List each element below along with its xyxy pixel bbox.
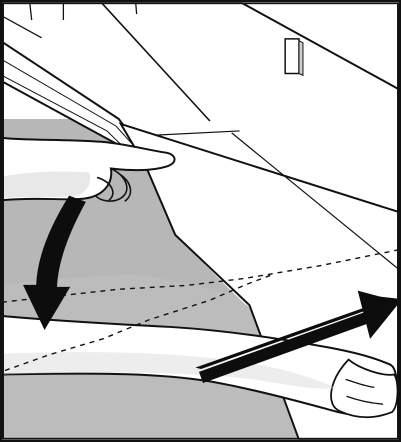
spacer-tab-shadow <box>299 41 303 76</box>
left-arm-shadow <box>2 172 90 199</box>
spacer-tab <box>285 39 299 74</box>
